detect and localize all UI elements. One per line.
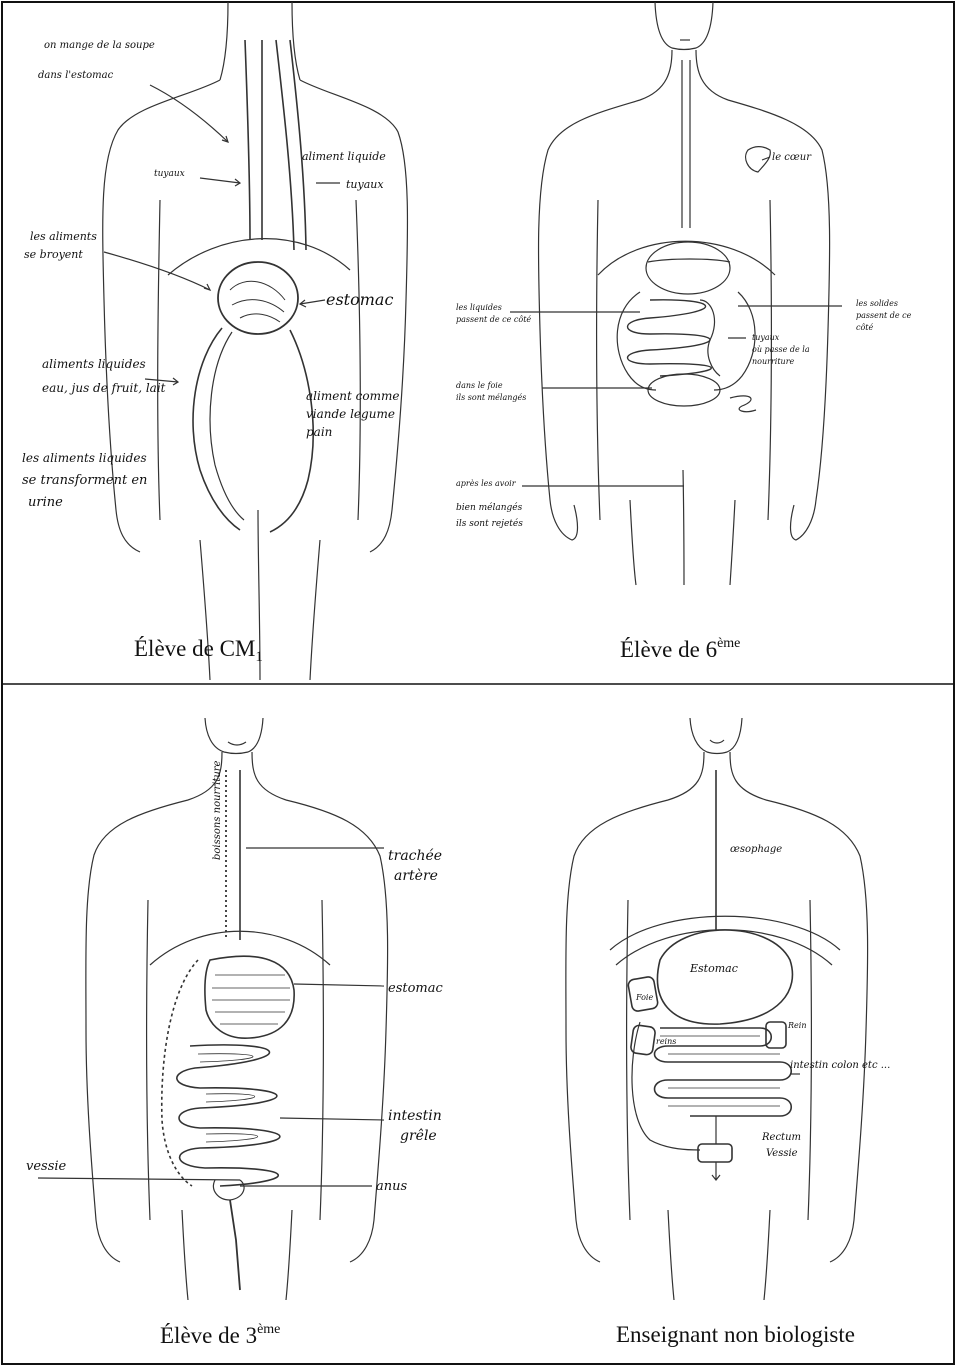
caption-3eme: Élève de 3ème <box>160 1322 280 1349</box>
annotation-6eme-6: côté <box>856 323 874 332</box>
annotation-6eme-8: où passe de la <box>752 345 810 354</box>
panel-teacher-drawing <box>566 718 868 1300</box>
annotation-cm1-1: on mange de la soupe <box>44 40 155 51</box>
annotation-6eme-1: le cœur <box>772 152 812 163</box>
annotation-3eme-2: trachée <box>388 848 442 864</box>
annotation-cm1-7: se broyent <box>24 248 83 261</box>
annotation-3eme-1: boissons nourriture <box>212 760 223 860</box>
annotation-cm1-11: aliment comme <box>306 389 399 403</box>
caption-cm1: Élève de CM1 <box>134 636 263 666</box>
annotation-cm1-10: eau, jus de fruit, lait <box>42 381 166 395</box>
annotation-cm1-6: les aliments <box>30 230 97 243</box>
annotation-teacher-8: Vessie <box>766 1148 798 1159</box>
caption-3eme-superscript: ème <box>257 1322 280 1337</box>
caption-cm1-text: Élève de CM <box>134 636 255 661</box>
annotation-cm1-4: aliment liquide <box>302 150 386 163</box>
annotation-6eme-13: bien mélangés <box>456 502 523 513</box>
annotation-6eme-11: ils sont mélangés <box>456 393 526 402</box>
annotation-6eme-12: après les avoir <box>456 479 517 488</box>
annotation-3eme-7: vessie <box>26 1159 67 1174</box>
annotation-6eme-2: les liquides <box>456 303 502 312</box>
caption-3eme-text: Élève de 3 <box>160 1323 257 1348</box>
annotation-6eme-14: ils sont rejetés <box>456 518 523 529</box>
annotation-cm1-16: urine <box>28 495 63 510</box>
annotation-cm1-13: pain <box>306 425 332 439</box>
panel-cm1-drawing <box>103 2 408 680</box>
annotation-6eme-7: tuyaux <box>752 333 780 342</box>
panel-6eme-drawing <box>510 2 842 585</box>
annotation-cm1-15: se transforment en <box>22 473 147 488</box>
annotation-teacher-6: intestin colon etc ... <box>790 1060 890 1071</box>
annotation-3eme-6: grêle <box>400 1128 437 1144</box>
annotation-teacher-7: Rectum <box>761 1132 801 1143</box>
annotation-cm1-2: dans l'estomac <box>38 70 114 81</box>
annotation-3eme-4: estomac <box>388 981 443 996</box>
annotation-teacher-4: Rein <box>787 1021 806 1030</box>
annotation-cm1-5: tuyaux <box>346 178 384 191</box>
caption-6eme: Élève de 6ème <box>620 636 740 663</box>
annotation-teacher-3: Foie <box>635 993 653 1002</box>
annotation-3eme-8: anus <box>376 1179 407 1194</box>
annotation-6eme-3: passent de ce côté <box>456 315 531 324</box>
caption-cm1-subscript: 1 <box>255 649 263 665</box>
annotation-6eme-9: nourriture <box>752 357 795 366</box>
annotation-cm1-14: les aliments liquides <box>22 451 147 465</box>
annotation-6eme-4: les solides <box>856 299 898 308</box>
annotation-teacher-1: œsophage <box>730 844 782 855</box>
caption-6eme-text: Élève de 6 <box>620 637 717 662</box>
caption-6eme-superscript: ème <box>717 636 740 651</box>
panel-6eme-annotations: le cœur les liquides passent de ce côté … <box>456 152 912 529</box>
annotation-teacher-2: Estomac <box>689 962 738 975</box>
panel-teacher-annotations: œsophage Estomac Foie Rein reins intesti… <box>635 844 890 1159</box>
annotation-3eme-5: intestin <box>388 1108 442 1124</box>
caption-teacher: Enseignant non biologiste <box>616 1322 855 1348</box>
annotation-cm1-8: estomac <box>326 290 393 309</box>
annotation-teacher-5: reins <box>656 1037 676 1046</box>
annotation-3eme-3: artère <box>394 868 438 884</box>
annotation-6eme-10: dans le foie <box>456 381 503 390</box>
annotation-cm1-12: viande legume <box>306 407 395 421</box>
annotation-cm1-3: tuyaux <box>154 169 185 179</box>
annotation-cm1-9: aliments liquides <box>42 357 146 371</box>
annotation-6eme-5: passent de ce <box>856 311 912 320</box>
